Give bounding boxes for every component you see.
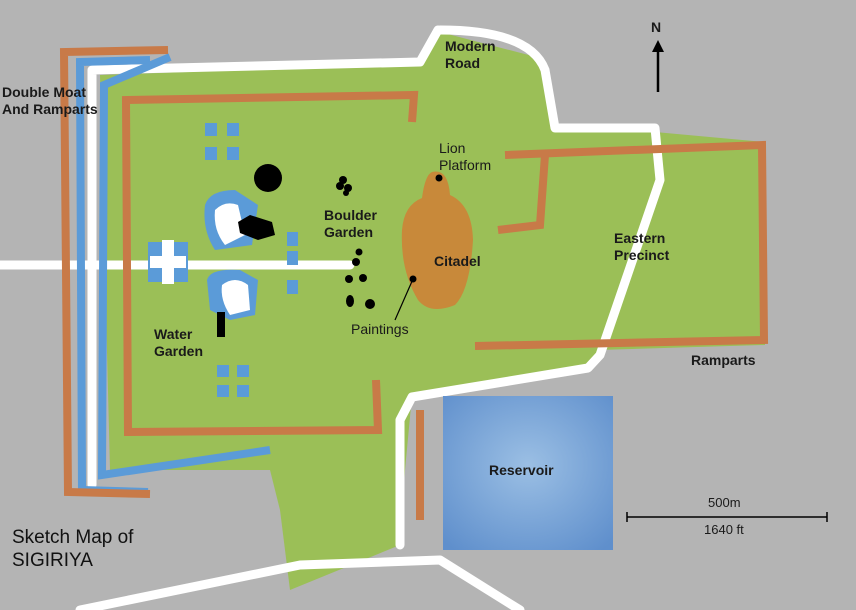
site-grounds	[100, 32, 765, 590]
label-line: Water	[154, 326, 193, 342]
label-line: Eastern	[614, 230, 666, 246]
label-line: Platform	[439, 157, 492, 173]
label-line: Lion	[439, 140, 466, 156]
pool-islands	[150, 203, 250, 315]
reservoir	[443, 396, 613, 550]
lion-platform-label: Lion Platform	[439, 140, 491, 174]
paintings-label: Paintings	[351, 321, 409, 337]
scale-imperial-label: 1640 ft	[704, 522, 744, 537]
title-line: SIGIRIYA	[12, 550, 93, 571]
label-line: Garden	[324, 224, 374, 240]
citadel-rock	[401, 171, 473, 309]
label-line: Modern	[445, 38, 496, 54]
water-garden-label: Water Garden	[154, 326, 203, 360]
scale-metric-label: 500m	[708, 495, 741, 510]
title-line: Sketch Map of	[12, 527, 134, 548]
ramparts-label: Ramparts	[691, 352, 756, 368]
boulder-garden-label: Boulder Garden	[324, 207, 377, 241]
label-line: Road	[445, 55, 480, 71]
boulders	[217, 164, 375, 337]
north-label: N	[651, 19, 662, 35]
label-line: Precinct	[614, 247, 670, 263]
lion-platform-marker	[435, 174, 443, 182]
map-title: Sketch Map of SIGIRIYA	[12, 526, 133, 572]
label-line: Garden	[154, 343, 204, 359]
reservoir-label: Reservoir	[489, 462, 554, 478]
ramparts	[59, 46, 769, 520]
modern-road-label: Modern Road	[445, 38, 496, 72]
eastern-precinct-label: Eastern Precinct	[614, 230, 669, 264]
double-moat-label: Double Moat And Ramparts	[2, 84, 98, 118]
label-line: And Ramparts	[2, 101, 98, 117]
label-line: Boulder	[324, 207, 377, 223]
citadel-label: Citadel	[434, 253, 481, 269]
paintings-pointer	[394, 278, 414, 321]
label-line: Double Moat	[2, 84, 86, 100]
